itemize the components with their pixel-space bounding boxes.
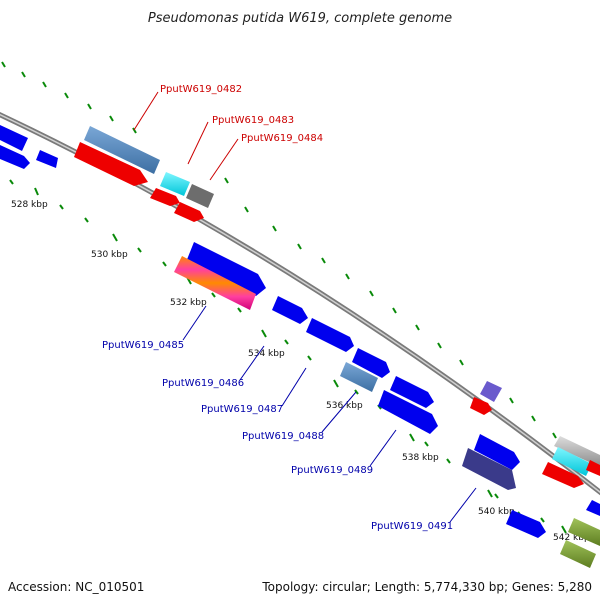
gene-feature xyxy=(474,434,520,470)
inner-tick-marks xyxy=(9,179,567,534)
genes-outer xyxy=(0,125,600,488)
gene-label-0491: PputW619_0491 xyxy=(371,521,453,532)
gene-feature xyxy=(74,142,148,186)
tick-label-530: 530 kbp xyxy=(91,250,128,260)
gene-feature xyxy=(0,125,28,151)
tick-label-540: 540 kbp xyxy=(478,507,515,517)
gene-feature xyxy=(480,381,502,402)
gene-feature xyxy=(586,460,600,476)
gene-feature xyxy=(340,362,378,392)
map-title: Pseudomonas putida W619, complete genome xyxy=(148,11,452,26)
gene-feature xyxy=(568,518,600,546)
leader-lines-bottom xyxy=(182,305,477,523)
tick-labels: 528 kbp 530 kbp 532 kbp 534 kbp 536 kbp … xyxy=(11,200,590,543)
gene-label-0489: PputW619_0489 xyxy=(291,465,373,476)
tick-label-528: 528 kbp xyxy=(11,200,48,210)
gene-labels-bottom: PputW619_0485 PputW619_0486 PputW619_048… xyxy=(102,340,453,532)
gene-feature xyxy=(470,397,492,415)
gene-label-0484: PputW619_0484 xyxy=(241,133,323,144)
gene-feature xyxy=(506,510,546,538)
gene-feature xyxy=(462,448,516,490)
gene-feature xyxy=(36,150,58,168)
gene-feature xyxy=(160,172,190,196)
gene-feature xyxy=(378,390,438,434)
gene-feature xyxy=(272,296,308,324)
gene-feature xyxy=(390,376,434,408)
gene-label-0487: PputW619_0487 xyxy=(201,404,283,415)
gene-feature xyxy=(554,436,600,467)
gene-label-0482: PputW619_0482 xyxy=(160,84,242,95)
tick-label-542: 542 kbp xyxy=(553,533,590,543)
gene-feature xyxy=(186,242,266,296)
gene-feature xyxy=(586,500,600,516)
gene-feature xyxy=(552,447,592,476)
gene-feature xyxy=(542,462,584,488)
gene-label-0483: PputW619_0483 xyxy=(212,115,294,126)
gene-feature xyxy=(306,318,354,352)
gene-feature xyxy=(0,145,30,169)
gene-label-0486: PputW619_0486 xyxy=(162,378,244,389)
tick-label-532: 532 kbp xyxy=(170,298,207,308)
gene-label-0485: PputW619_0485 xyxy=(102,340,184,351)
accession-label: Accession: NC_010501 xyxy=(8,580,145,594)
gene-feature xyxy=(174,202,204,222)
outer-tick-marks xyxy=(1,61,557,439)
gene-feature xyxy=(84,126,160,174)
genes-inner xyxy=(174,242,600,568)
leader-lines-top xyxy=(133,91,239,181)
tick-label-534: 534 kbp xyxy=(248,349,285,359)
topology-label: Topology: circular; Length: 5,774,330 bp… xyxy=(262,580,592,594)
tick-label-538: 538 kbp xyxy=(402,453,439,463)
gene-labels-top: PputW619_0482 PputW619_0483 PputW619_048… xyxy=(160,84,323,144)
gene-feature xyxy=(186,184,214,208)
gene-feature xyxy=(174,256,256,310)
gene-feature xyxy=(352,348,390,378)
gene-feature xyxy=(150,188,180,206)
gene-feature xyxy=(560,540,596,568)
gene-label-0488: PputW619_0488 xyxy=(242,431,324,442)
